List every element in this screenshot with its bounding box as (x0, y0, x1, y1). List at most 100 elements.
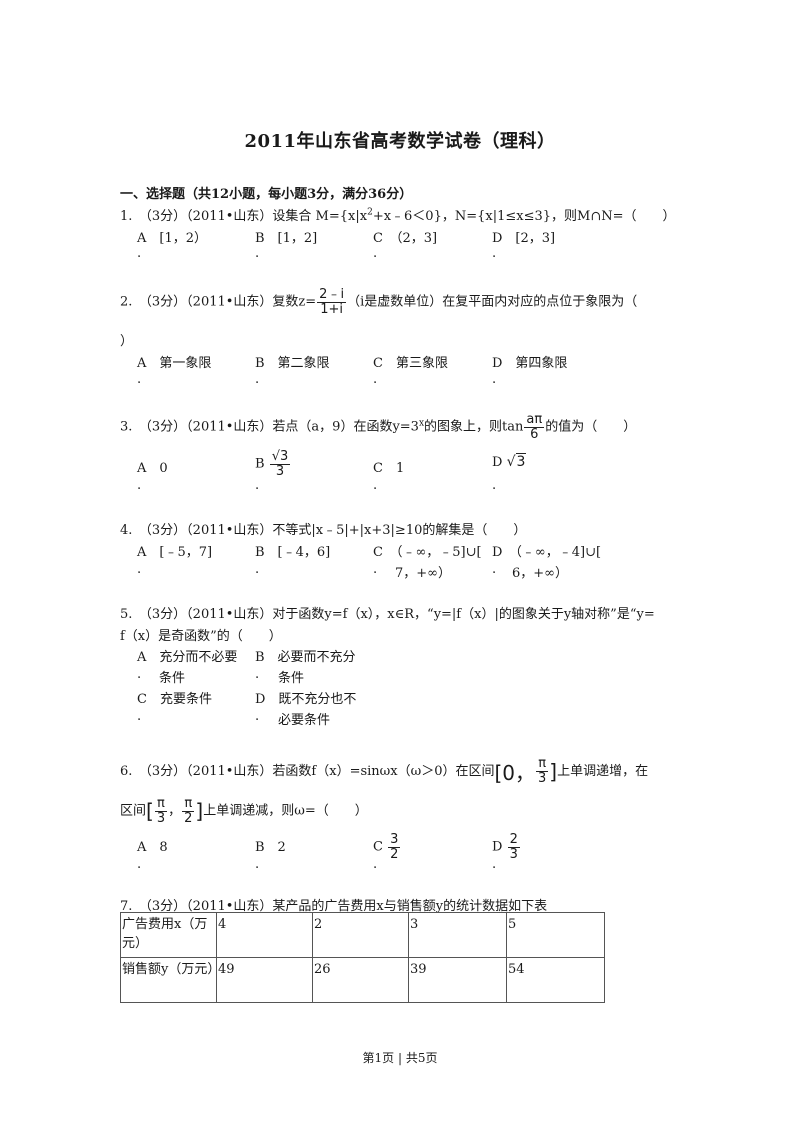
q6-int2-b-den: 2 (184, 810, 193, 826)
q2-option-b[interactable]: B 第二象限 (255, 356, 330, 371)
q2-frac-num: 2﹣i (317, 287, 347, 303)
question-1-sup: 2 (367, 207, 373, 218)
q4-option-d-cont: 6，+∞） (512, 566, 568, 581)
q4-option-a[interactable]: A [﹣5，7] (137, 545, 213, 560)
option-dot: . (373, 246, 378, 261)
option-dot: . (137, 667, 142, 682)
q6-int2-b-num: π (182, 797, 195, 812)
table-cell: 5 (506, 912, 605, 958)
table-cell: 26 (312, 957, 409, 1003)
q3-option-c[interactable]: C 1 (373, 461, 405, 476)
option-dot: . (137, 562, 142, 577)
q3-option-a[interactable]: A 0 (137, 461, 168, 476)
option-dot: . (255, 857, 260, 872)
q1-option-a[interactable]: A [1，2） (137, 231, 208, 246)
q3-option-b-num: √3 (269, 449, 291, 465)
question-7: 7. （3分）（2011•山东）某产品的广告费用x与销售额y的统计数据如下表 (120, 899, 548, 914)
q5-option-c[interactable]: C 充要条件 (137, 692, 212, 707)
interval-bracket: ] (195, 799, 204, 824)
q3-option-d-radicand: 3 (515, 453, 527, 470)
q5-option-a[interactable]: A 充分而不必要 (137, 650, 238, 665)
q5-option-b-cont: 条件 (278, 671, 305, 686)
q5-option-d[interactable]: D 既不充分也不 (255, 692, 357, 707)
q2-option-c[interactable]: C 第三象限 (373, 356, 448, 371)
q6-int2-a-den: 3 (156, 810, 166, 826)
q6-option-d-num: 2 (507, 832, 520, 848)
q3-option-d[interactable]: D √3 (492, 453, 527, 470)
question-3-text-pre: 3. （3分）（2011•山东）若点（a，9）在函数y=3 (120, 419, 419, 435)
table-cell: 销售额y（万元） (120, 957, 220, 1003)
option-dot: . (373, 857, 378, 872)
q3-option-d-label: D (492, 455, 503, 470)
q1-option-d[interactable]: D [2，3] (492, 231, 556, 246)
question-2-text-pre: 2. （3分）（2011•山东）复数z= (120, 294, 317, 310)
option-dot: . (255, 478, 260, 493)
question-5-line1: 5. （3分）（2011•山东）对于函数y=f（x），x∈R，“y=|f（x）|… (120, 607, 655, 622)
question-5-line2: f（x）是奇函数”的（ ） (120, 629, 282, 644)
q3-frac-num: aπ (524, 412, 545, 428)
q6-int1-num: π (536, 757, 549, 772)
option-dot: . (492, 372, 497, 387)
q2-option-d[interactable]: D 第四象限 (492, 356, 568, 371)
table-cell: 39 (408, 957, 507, 1003)
q3-option-b-label: B (255, 456, 265, 472)
page-title: 2011年山东省高考数学试卷（理科） (244, 131, 556, 152)
q6-option-b[interactable]: B 2 (255, 840, 286, 855)
question-1-text-post: +x﹣6＜0}，N={x|1≤x≤3}，则M∩N=（ ） (372, 209, 676, 224)
option-dot: . (492, 478, 497, 493)
question-2-text-post: （i是虚数单位）在复平面内对应的点位于象限为（ (347, 294, 638, 310)
table-cell: 2 (312, 912, 409, 958)
option-dot: . (137, 478, 142, 493)
table-row: 广告费用x（万元） 4 2 3 5 (120, 912, 605, 958)
q6-option-a[interactable]: A 8 (137, 840, 168, 855)
question-4: 4. （3分）（2011•山东）不等式|x﹣5|+|x+3|≥10的解集是（ ） (120, 523, 527, 538)
q5-option-b[interactable]: B 必要而不充分 (255, 650, 356, 665)
table-cell: 49 (216, 957, 313, 1003)
question-2-cont: ） (120, 334, 134, 349)
option-dot: . (255, 372, 260, 387)
table-cell: 广告费用x（万元） (120, 912, 217, 958)
question-3-sup: x (418, 418, 425, 429)
section-heading: 一、选择题（共12小题，每小题3分，满分36分） (120, 187, 413, 202)
table-cell: 3 (408, 912, 507, 958)
data-table: 广告费用x（万元） 4 2 3 5 销售额y（万元） 49 26 39 54 (120, 912, 605, 1003)
q6-int2-a-num: π (154, 797, 168, 812)
question-6-text-post: 上单调递增，在 (557, 764, 649, 779)
q3-option-b-den: 3 (275, 463, 285, 479)
question-3-text-post: 的值为（ ） (545, 419, 637, 435)
q4-option-d[interactable]: D （﹣∞，﹣4]∪[ (492, 545, 602, 560)
question-1-text-pre: 1. （3分）（2011•山东）设集合 M={x|x (120, 209, 368, 224)
question-6-line2-pre: 区间 (120, 803, 147, 819)
q4-option-b[interactable]: B [﹣4，6] (255, 545, 331, 560)
table-cell: 4 (216, 912, 313, 958)
table-row: 销售额y（万元） 49 26 39 54 (120, 957, 605, 1003)
q1-option-c[interactable]: C （2，3] (373, 231, 438, 246)
q4-option-c-cont: 7，+∞） (395, 566, 451, 581)
option-dot: . (137, 709, 142, 724)
option-dot: . (255, 709, 260, 724)
q6-option-c-num: 3 (388, 832, 401, 848)
q6-option-c-den: 2 (390, 846, 399, 862)
option-dot: . (255, 246, 260, 261)
q4-option-c[interactable]: C （﹣∞，﹣5]∪[ (373, 545, 482, 560)
interval-bracket: [0， (494, 761, 535, 785)
q2-option-a[interactable]: A 第一象限 (137, 356, 212, 371)
interval-bracket: [ (146, 799, 154, 824)
q6-option-c-label: C (373, 839, 383, 855)
q3-frac-den: 6 (530, 426, 539, 442)
option-dot: . (137, 246, 142, 261)
option-dot: . (492, 246, 497, 261)
option-dot: . (373, 372, 378, 387)
q1-option-b[interactable]: B [1，2] (255, 231, 318, 246)
option-dot: . (255, 562, 260, 577)
